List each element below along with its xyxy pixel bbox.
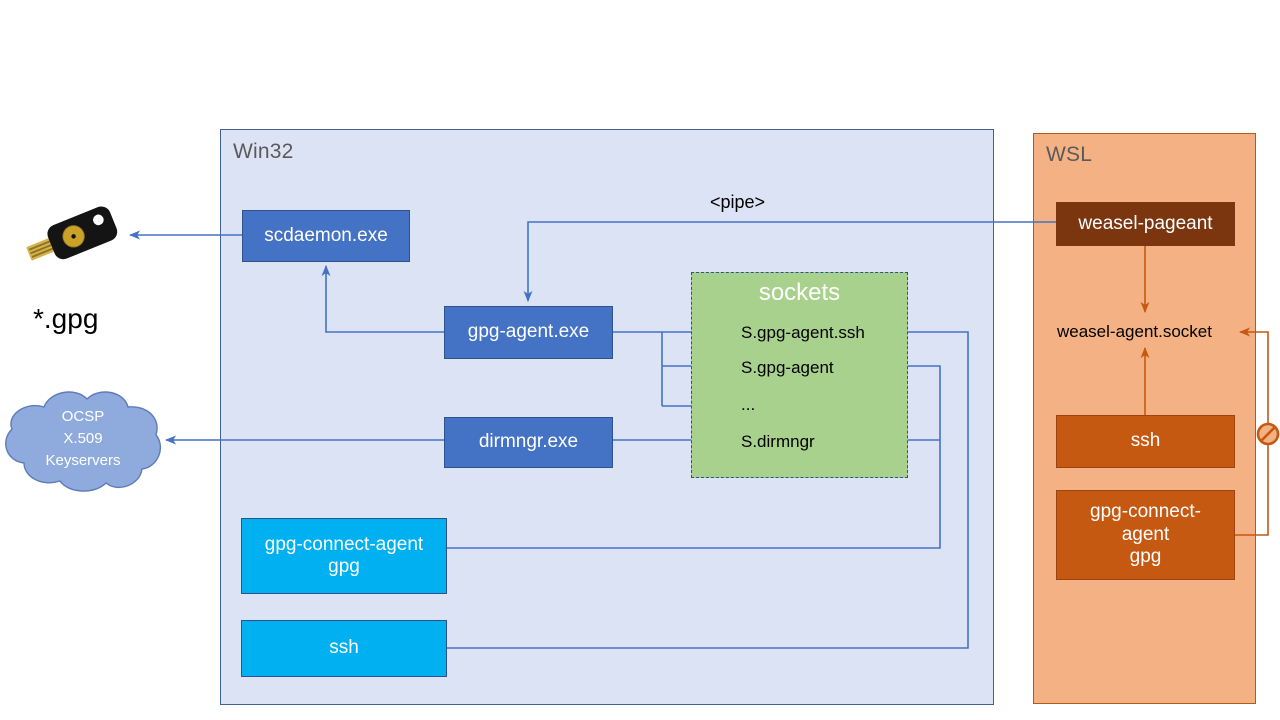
zone-win32-title: Win32 <box>233 140 294 163</box>
cloud-shape <box>5 391 161 492</box>
yubikey-usb-token-icon <box>26 206 118 261</box>
node-weasel-pageant-label: weasel-pageant <box>1078 212 1213 234</box>
node-scdaemon-label: scdaemon.exe <box>264 224 388 246</box>
node-scdaemon-exe[interactable]: scdaemon.exe <box>242 210 410 262</box>
socket-item-gpg-agent-ssh[interactable]: S.gpg-agent.ssh <box>741 323 865 342</box>
no-entry-icon <box>1256 422 1280 446</box>
node-gpg-agent-label: gpg-agent.exe <box>467 321 590 343</box>
label-weasel-agent-socket: weasel-agent.socket <box>1057 322 1212 341</box>
zone-wsl-title: WSL <box>1046 143 1093 166</box>
node-ssh-wsl-label: ssh <box>1130 430 1161 452</box>
socket-item-dirmngr[interactable]: S.dirmngr <box>741 432 815 451</box>
node-gpg-connect-agent-win32[interactable]: gpg-connect-agent gpg <box>241 518 447 594</box>
node-dirmngr-label: dirmngr.exe <box>478 431 579 453</box>
node-gpg-connect-agent-wsl-line1: gpg-connect- <box>1090 501 1201 523</box>
label-gpg-files: *.gpg <box>33 303 99 334</box>
node-weasel-pageant[interactable]: weasel-pageant <box>1056 202 1235 246</box>
node-gpg-connect-agent-wsl-line2: agent <box>1121 523 1170 545</box>
sockets-title: sockets <box>758 279 841 306</box>
socket-item-ellipsis: ... <box>741 395 756 414</box>
node-gpg-connect-agent-line1: gpg-connect-agent <box>264 533 424 555</box>
node-gpg-connect-agent-wsl-line3: gpg <box>1129 546 1162 568</box>
node-dirmngr-exe[interactable]: dirmngr.exe <box>444 417 613 468</box>
node-gpg-connect-agent-line2: gpg <box>328 556 360 577</box>
label-pipe: <pipe> <box>710 192 766 212</box>
node-ssh-wsl[interactable]: ssh <box>1056 415 1235 468</box>
node-ssh-win32-label: ssh <box>329 637 359 659</box>
socket-item-gpg-agent[interactable]: S.gpg-agent <box>741 358 834 377</box>
cloud-external-services: OCSP X.509 Keyservers <box>0 383 166 495</box>
sockets-group: sockets S.gpg-agent.ssh S.gpg-agent ... … <box>691 272 908 478</box>
node-ssh-win32[interactable]: ssh <box>241 620 447 677</box>
node-gpg-agent-exe[interactable]: gpg-agent.exe <box>444 306 613 359</box>
node-gpg-connect-agent-wsl[interactable]: gpg-connect- agent gpg <box>1056 490 1235 580</box>
